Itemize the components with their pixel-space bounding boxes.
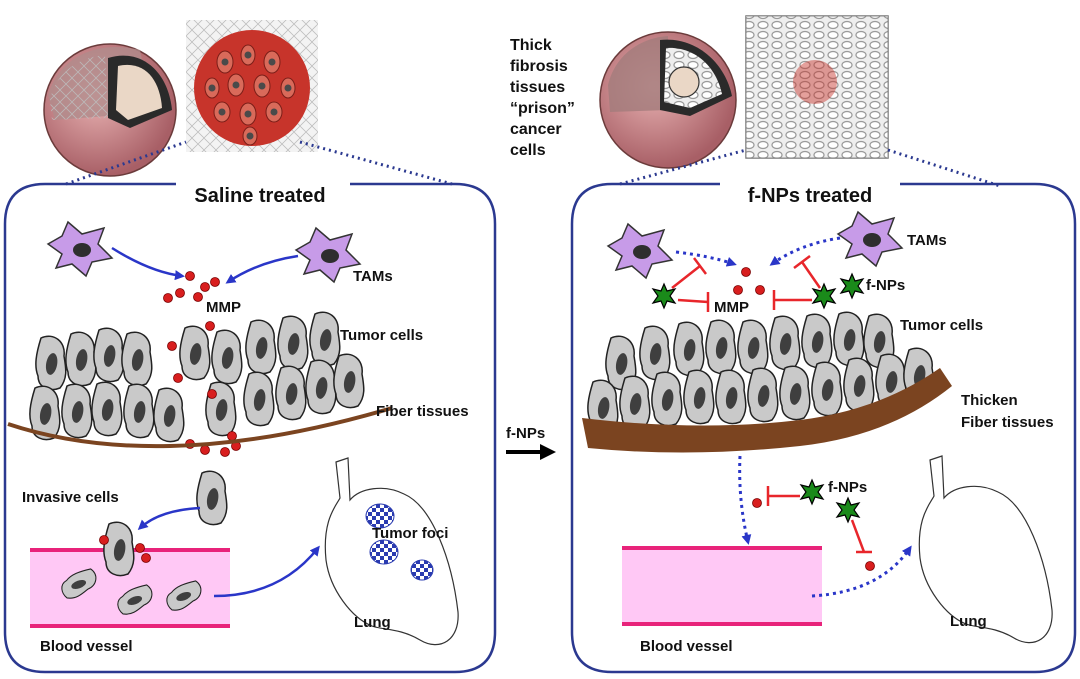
svg-text:fibrosis: fibrosis (510, 58, 568, 75)
left-mmp-particles (163, 271, 220, 303)
right-thick-fiber-tissue (582, 368, 952, 453)
left-invasion-arrow (137, 506, 201, 531)
right-connector-lines (619, 148, 1001, 188)
fibrosis-note: Thick fibrosis tissues “prison” cancer c… (510, 37, 575, 159)
transition-label: f-NPs (506, 425, 545, 442)
svg-text:Thick: Thick (510, 37, 552, 54)
svg-text:cells: cells (510, 142, 546, 159)
left-tumor-foci-label: Tumor foci (372, 525, 448, 542)
right-fnp-2 (812, 283, 836, 309)
right-fiber-to-vessel-arrow (738, 455, 752, 545)
right-tumor-cells-label: Tumor cells (900, 317, 983, 334)
left-tumor-cells-label: Tumor cells (340, 327, 423, 344)
left-mmp-label: MMP (206, 299, 241, 316)
right-panel-title: f-NPs treated (748, 185, 872, 207)
left-tumor-cell-cluster (29, 311, 365, 443)
right-thicken-label-1: Thicken (961, 392, 1018, 409)
right-mmp-label: MMP (714, 299, 749, 316)
right-tam-cell-2 (837, 211, 903, 267)
left-lung-label: Lung (354, 614, 391, 631)
svg-text:cancer: cancer (510, 121, 562, 138)
right-fnp-4 (800, 479, 824, 505)
left-panel-title: Saline treated (194, 185, 325, 207)
right-tumor-sphere-illustration (599, 31, 737, 169)
right-fnps-top-label: f-NPs (866, 277, 905, 294)
right-lung-label: Lung (950, 613, 987, 630)
right-fnp-3 (840, 273, 864, 299)
right-blood-vessel (622, 546, 822, 626)
left-tumor-foci (365, 503, 434, 581)
right-fibrosis-mesh-illustration (745, 15, 889, 159)
left-invasive-cell (196, 470, 228, 526)
right-mmp-particle-bottom-1 (752, 498, 762, 508)
right-tam-arrows (675, 236, 841, 267)
left-tams-label: TAMs (353, 268, 393, 285)
right-lung-outline (918, 455, 1053, 644)
left-tam-cell-2 (295, 227, 361, 283)
left-tumor-mesh-illustration (186, 20, 318, 152)
right-panel: f-NPs treated TAMs MMP f-NPs (570, 182, 1077, 674)
left-panel: Saline treated TAMs MMP Tumor cells (3, 182, 497, 674)
left-blood-vessel-label: Blood vessel (40, 638, 133, 655)
left-invading-mmp (167, 321, 241, 457)
right-mmp-particles (733, 267, 765, 295)
right-tam-cell-1 (607, 223, 673, 279)
left-invasive-cells-label: Invasive cells (22, 489, 119, 506)
svg-text:tissues: tissues (510, 79, 565, 96)
left-fiber-tissues-label: Fiber tissues (376, 403, 469, 420)
transition-arrow-group: f-NPs (506, 425, 556, 460)
right-fnp-5 (836, 497, 860, 523)
right-blood-vessel-label: Blood vessel (640, 638, 733, 655)
right-blocked-metastasis-arrow (811, 545, 912, 598)
right-bottom-inhibition (766, 486, 872, 554)
left-intravasating-cell (103, 521, 135, 577)
right-thicken-label-2: Fiber tissues (961, 414, 1054, 431)
svg-text:“prison”: “prison” (510, 100, 575, 117)
left-metastasis-arrow (213, 545, 320, 598)
right-inhibition-marks (671, 255, 822, 312)
right-tams-label: TAMs (907, 232, 947, 249)
left-tumor-sphere-illustration (43, 43, 177, 177)
left-fiber-tissue (7, 406, 393, 449)
left-vessel-mmp (99, 535, 151, 563)
left-connector-lines (65, 140, 453, 186)
right-mmp-particle-bottom-2 (865, 561, 875, 571)
right-fnps-bottom-label: f-NPs (828, 479, 867, 496)
left-tam-arrows (111, 246, 299, 284)
left-tam-cell-1 (47, 221, 113, 277)
